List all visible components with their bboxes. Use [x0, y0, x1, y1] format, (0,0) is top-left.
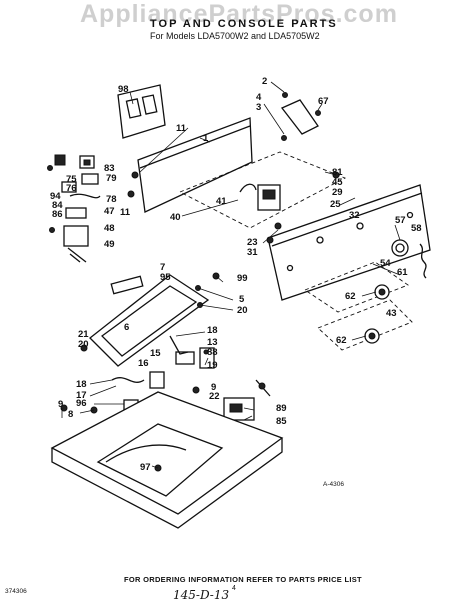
callout-95: 95 — [160, 272, 171, 283]
callout-32: 32 — [349, 210, 360, 221]
callout-47: 47 — [104, 206, 115, 217]
callout-20-upper: 20 — [237, 305, 248, 316]
callout-9-left: 9 — [58, 399, 63, 410]
part-bracket — [280, 99, 319, 135]
knob-outline-lower — [317, 299, 413, 351]
handwritten-note: 145-D-13 — [173, 588, 230, 602]
leader-lines — [61, 81, 401, 469]
callout-98: 98 — [118, 84, 129, 95]
callout-49: 49 — [104, 239, 115, 250]
callout-2: 2 — [262, 76, 267, 87]
callout-75: 75 — [66, 174, 77, 185]
ordering-note: FOR ORDERING INFORMATION REFER TO PARTS … — [124, 575, 362, 584]
callout-7: 7 — [160, 262, 165, 273]
callout-88: 88 — [207, 347, 218, 358]
callout-58: 58 — [411, 223, 422, 234]
callout-61: 61 — [397, 267, 408, 278]
part-knob — [391, 239, 409, 257]
part-top-panel — [50, 391, 284, 529]
callout-48: 48 — [104, 223, 115, 234]
part-strike — [149, 371, 165, 389]
part-hinge — [110, 275, 144, 295]
callout-19: 19 — [207, 360, 218, 371]
knob-outline-upper — [304, 261, 409, 313]
callout-97: 97 — [140, 462, 151, 473]
callout-17: 17 — [76, 390, 87, 401]
callout-13: 13 — [207, 337, 218, 348]
callout-8: 8 — [68, 409, 73, 420]
callout-62-lower: 62 — [336, 335, 347, 346]
document-number: 374306 — [5, 588, 27, 595]
callout-29: 29 — [332, 187, 343, 198]
callout-22: 22 — [209, 391, 220, 402]
part-actuator — [111, 377, 145, 383]
watermark: AppliancePartsPros.com — [80, 0, 398, 28]
page-subtitle: For Models LDA5700W2 and LDA5705W2 — [150, 31, 320, 41]
part-spring — [419, 243, 427, 279]
screws — [47, 92, 340, 414]
part-water-level-switch — [223, 379, 271, 421]
part-selector-knob-lower — [364, 328, 380, 344]
callout-21: 21 — [78, 329, 89, 340]
diagram-reference-code: A-4306 — [323, 481, 344, 488]
callout-86: 86 — [52, 209, 63, 220]
callout-78: 78 — [106, 194, 117, 205]
part-timer — [239, 183, 281, 211]
callout-25: 25 — [330, 199, 341, 210]
callout-45: 45 — [332, 177, 343, 188]
callout-4: 4 — [256, 92, 262, 103]
callout-79: 79 — [106, 173, 117, 184]
part-switch-cluster — [54, 154, 101, 263]
part-lid-hinge-bracket — [169, 335, 189, 355]
callout-5: 5 — [239, 294, 245, 305]
callout-18-upper: 18 — [207, 325, 218, 336]
callout-40: 40 — [170, 212, 181, 223]
page-title: TOP AND CONSOLE PARTS — [150, 18, 338, 30]
part-console-rail — [267, 184, 431, 301]
callout-76: 76 — [66, 183, 77, 194]
callout-18-lower: 18 — [76, 379, 87, 390]
console-outline — [178, 151, 347, 229]
callout-16: 16 — [138, 358, 149, 369]
callout-89: 89 — [276, 403, 287, 414]
callout-3: 3 — [256, 102, 261, 113]
callout-57: 57 — [395, 215, 406, 226]
callout-labels: 98 2 4 3 67 11 1 83 75 79 76 94 84 78 86… — [50, 76, 422, 473]
page-number: 4 — [232, 585, 236, 592]
part-selector-knob-upper — [374, 284, 390, 300]
callout-11-upper: 11 — [176, 123, 187, 134]
callout-84: 84 — [52, 200, 63, 211]
callout-62-upper: 62 — [345, 291, 356, 302]
callout-20-lower: 20 — [78, 339, 89, 350]
part-console-back-panel — [137, 117, 253, 213]
callout-15: 15 — [150, 348, 161, 359]
callout-41: 41 — [216, 196, 227, 207]
part-lid-switch — [175, 347, 215, 369]
callout-43: 43 — [386, 308, 397, 319]
callout-23: 23 — [247, 237, 258, 248]
callout-31: 31 — [247, 247, 258, 258]
callout-81: 81 — [332, 167, 343, 178]
callout-11-lower: 11 — [120, 207, 131, 218]
callout-96: 96 — [76, 398, 87, 409]
part-lid — [89, 274, 210, 367]
callout-54: 54 — [380, 258, 391, 269]
callout-85: 85 — [276, 416, 287, 427]
callout-99: 99 — [237, 273, 248, 284]
callout-83: 83 — [104, 163, 115, 174]
callout-6: 6 — [124, 322, 129, 333]
callout-1: 1 — [203, 133, 209, 144]
callout-9-right: 9 — [211, 382, 216, 393]
callout-94: 94 — [50, 191, 61, 202]
callout-67: 67 — [318, 96, 329, 107]
